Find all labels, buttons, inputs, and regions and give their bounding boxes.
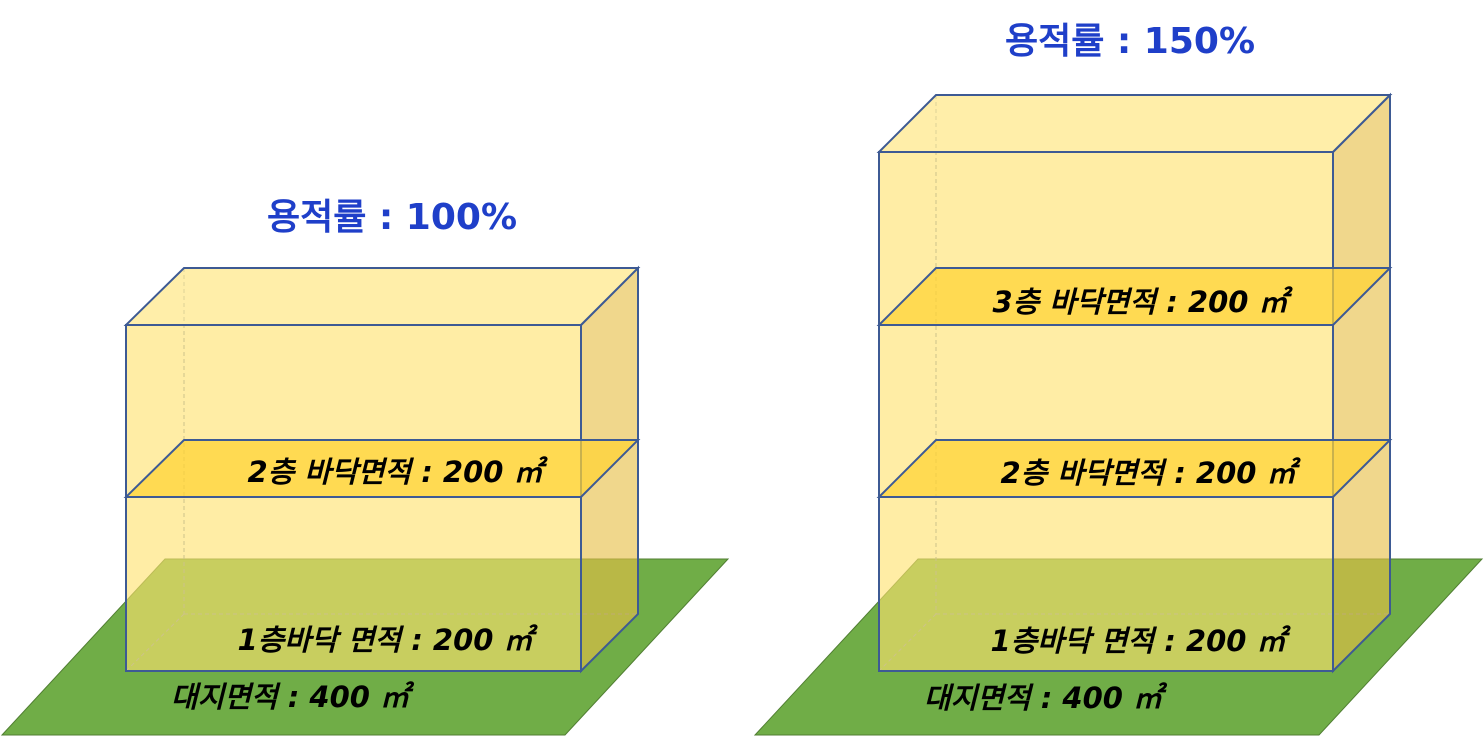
right-title: 용적률 : 150% (1005, 21, 1255, 62)
right-floor3-label: 3층 바닥면적 : 200 ㎡ (992, 285, 1293, 319)
left-floor2-plate (123, 439, 641, 498)
right-floor2-plate (876, 439, 1393, 498)
right-floor3-plate (876, 267, 1393, 326)
right-floor2-label: 2층 바닥면적 : 200 ㎡ (1000, 456, 1301, 490)
left-floor1-label: 1층바닥 면적 : 200 ㎡ (237, 623, 538, 657)
left-site-label: 대지면적 : 400 ㎡ (171, 680, 415, 714)
left-title: 용적률 : 100% (267, 197, 517, 238)
left-floor2-label: 2층 바닥면적 : 200 ㎡ (247, 455, 548, 489)
right-building-diagram: 용적률 : 150% 3층 바닥면적 : 200 ㎡ 2층 바닥면적 : 200… (753, 21, 1484, 736)
right-building-front-face (878, 151, 1334, 672)
left-building-top-face (123, 267, 641, 326)
right-floor1-label: 1층바닥 면적 : 200 ㎡ (990, 624, 1291, 658)
right-building-side-face (1332, 92, 1391, 674)
right-site-label: 대지면적 : 400 ㎡ (924, 681, 1168, 715)
right-building-top-face (876, 94, 1393, 153)
left-building-diagram: 용적률 : 100% 2층 바닥면적 : 200 ㎡ 1층바닥 면적 : 200… (0, 197, 730, 736)
